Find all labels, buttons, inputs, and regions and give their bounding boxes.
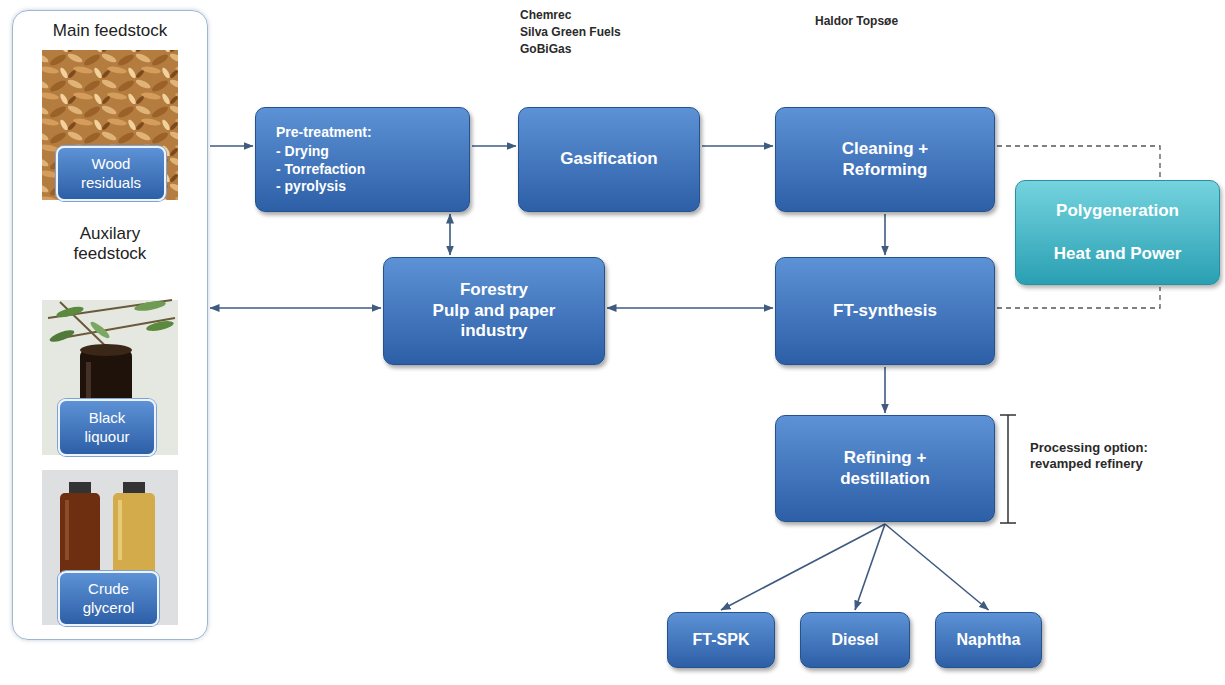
node-text: Forestry [460,280,528,301]
annotation-note: Processing option: revamped refinery [1030,440,1190,473]
flow-arrow [607,307,773,309]
range-bracket [1000,415,1016,523]
node-text: FT-synthesis [833,301,937,322]
product-box: FT-SPK [667,612,775,668]
feedstock-tag: Crude glycerol [58,571,159,626]
wood-chips-photo [42,50,178,200]
flow-arrow [885,524,989,610]
process-box: Pre-treatment: - Drying- Torrefaction- py… [255,107,470,212]
node-text: Diesel [831,630,878,650]
process-box: Gasification [518,107,700,212]
bottle-cap [123,482,145,493]
node-text: Heat and Power [1054,244,1182,265]
bottle-highlight [118,500,122,560]
flow-arrow [210,145,253,147]
bottle-cap [69,482,91,493]
company-name: GoBiGas [520,42,571,57]
node-text: Polygeneration [1056,201,1179,222]
node-text: Refining + destillation [810,448,960,489]
node-text: - Drying [276,143,329,160]
node-text: - Torrefaction [276,161,365,178]
node-text: Gasification [560,149,657,170]
node-text: Naphtha [957,630,1021,650]
node-text: Crude glycerol [70,580,147,617]
flow-arrow [884,214,886,255]
company-name: Silva Green Fuels [520,25,621,40]
feedstock-tag: Black liquour [58,399,156,456]
node-text: Cleaning + Reforming [810,139,960,180]
company-name: Chemrec [520,8,571,23]
node-text: FT-SPK [693,630,750,650]
flow-arrow [210,307,381,309]
leaf [134,299,167,312]
node-text: Pulp and paper industry [419,301,569,342]
flow-arrow [449,214,451,255]
process-box: Refining + destillation [775,415,995,522]
flow-arrow [702,145,773,147]
leaf [89,320,112,341]
node-text: Black liquour [70,409,144,446]
flow-arrow [721,524,885,610]
node-text: Pre-treatment: [276,124,372,141]
product-box: Naphtha [935,612,1042,668]
company-name: Haldor Topsøe [815,14,898,29]
flow-arrow [855,524,885,610]
product-box: Diesel [800,612,910,668]
feedstock-tag: Wood residuals [56,146,166,201]
node-text: Auxilary feedstock [55,224,165,265]
flow-arrow [472,145,516,147]
bottle-highlight [65,500,69,560]
dashed-link [997,146,1160,178]
dashed-link [997,287,1160,308]
polygeneration-box: PolygenerationHeat and Power [1015,180,1220,285]
flow-arrow [884,367,886,413]
leaf [48,328,75,344]
industry-box: ForestryPulp and paper industry [383,257,605,365]
process-box: FT-synthesis [775,257,995,365]
leaf [145,319,174,333]
black-liquor-photo [42,300,178,455]
jar-rim [80,344,132,356]
node-text: Main feedstock [13,21,207,42]
node-text: Wood residuals [68,155,154,192]
plant-stem [48,300,175,360]
feedstock-panel: Main feedstockAuxilary feedstock Wood res… [12,10,208,640]
node-text: - pyrolysis [276,178,346,195]
glycerol-photo [42,470,178,625]
process-box: Cleaning + Reforming [775,107,995,212]
leaf [55,305,84,320]
